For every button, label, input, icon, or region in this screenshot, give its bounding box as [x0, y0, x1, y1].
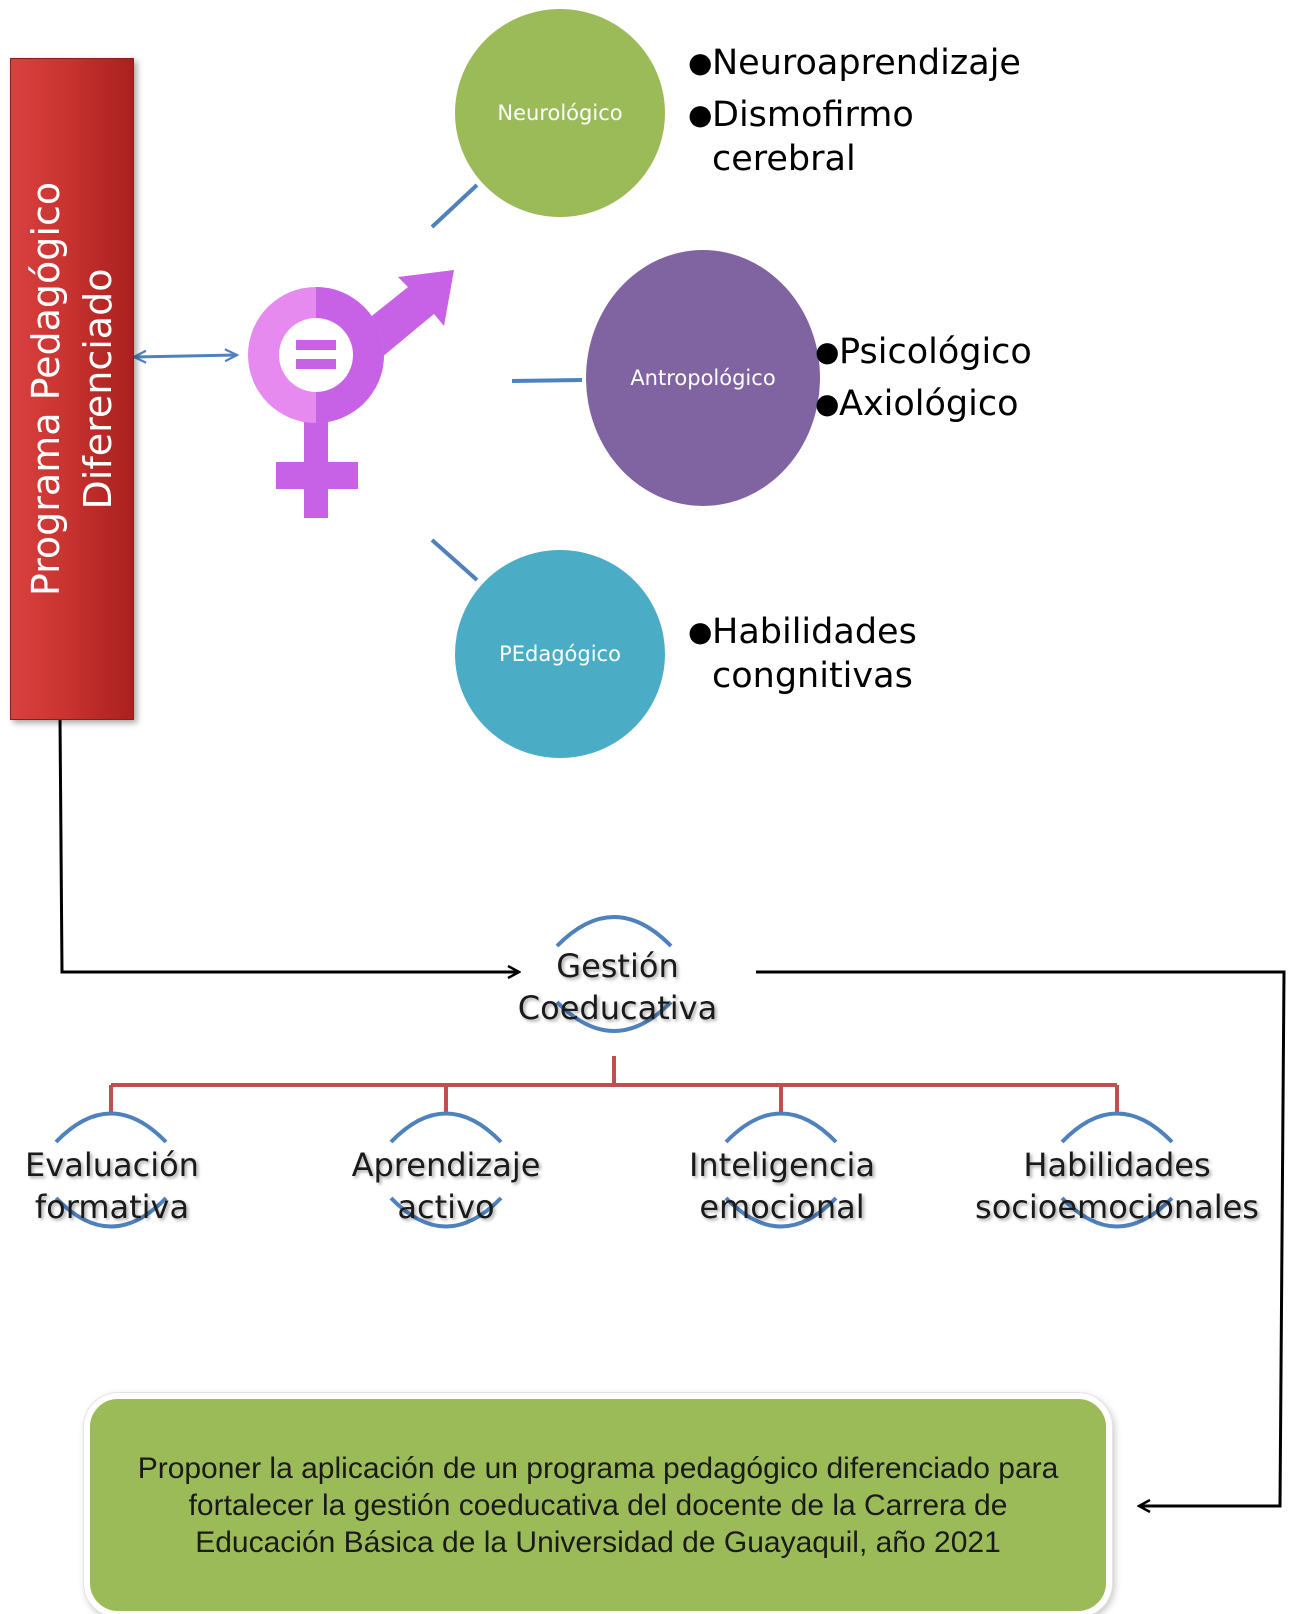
bullet-item: ●Dismofirmo cerebral: [688, 93, 1048, 181]
bullet-dot-icon: ●: [688, 615, 713, 648]
program-box: Programa Pedagógico Diferenciado: [10, 58, 134, 720]
bullet-text: Neuroaprendizaje: [712, 43, 1021, 83]
node-gestion-coeducativa: Gestión Coeducativa: [500, 945, 735, 1029]
bullet-dot-icon: ●: [688, 98, 713, 131]
node-line: Coeducativa: [517, 989, 718, 1027]
arc-habilidades: [1060, 1111, 1174, 1229]
bullets-antropologico: ●Psicológico ●Axiológico: [815, 330, 1075, 426]
bullet-text: Axiológico: [839, 384, 1019, 424]
bullet-item: ●Habilidades congnitivas: [688, 610, 988, 698]
double-arrow: [131, 348, 240, 364]
gender-equality-icon: [248, 270, 454, 518]
node-line: activo: [397, 1188, 495, 1226]
node-line: Habilidades: [1023, 1146, 1211, 1184]
bullets-pedagogico: ●Habilidades congnitivas: [688, 610, 988, 698]
circle-neurologico: Neurológico: [455, 9, 665, 217]
connector-pedagogico: [430, 538, 479, 582]
bullet-item: ●Neuroaprendizaje: [688, 41, 1048, 85]
bullet-dot-icon: ●: [688, 46, 713, 79]
node-line: Aprendizaje: [351, 1146, 541, 1184]
connector-antropologico: [511, 378, 583, 383]
node-line: Gestión: [556, 947, 679, 985]
bullet-text: Psicológico: [839, 332, 1032, 372]
goal-text: Proponer la aplicación de un programa pe…: [137, 1451, 1059, 1559]
arc-brackets: [54, 915, 1174, 1229]
arc-aprendizaje: [389, 1111, 503, 1229]
circle-antropologico-label: Antropológico: [630, 366, 776, 390]
node-line: socioemocionales: [975, 1188, 1259, 1226]
bullet-item: ●Axiológico: [815, 382, 1075, 426]
bullet-dot-icon: ●: [815, 335, 840, 368]
bullet-dot-icon: ●: [815, 387, 840, 420]
node-line: Evaluación: [25, 1146, 199, 1184]
bullet-item: ●Psicológico: [815, 330, 1075, 374]
arc-evaluacion: [54, 1111, 168, 1229]
node-line: Inteligencia: [688, 1146, 876, 1184]
program-title: Programa Pedagógico Diferenciado: [20, 69, 124, 709]
goal-box: Proponer la aplicación de un programa pe…: [84, 1393, 1112, 1614]
bullet-text: Habilidades congnitivas: [712, 612, 917, 696]
arrow-to-goal: [756, 970, 1286, 1506]
node-line: formativa: [34, 1188, 190, 1226]
circle-antropologico: Antropológico: [586, 250, 820, 506]
bullets-neurologico: ●Neuroaprendizaje ●Dismofirmo cerebral: [688, 41, 1048, 181]
arrow-to-gestion: [58, 717, 518, 972]
program-title-line2: Diferenciado: [76, 268, 120, 510]
tree-lines: [109, 1056, 1119, 1115]
node-line: emocional: [699, 1188, 865, 1226]
circle-neurologico-label: Neurológico: [497, 101, 623, 125]
node-evaluacion-formativa: Evaluación formativa: [12, 1144, 212, 1228]
node-aprendizaje-activo: Aprendizaje activo: [336, 1144, 556, 1228]
program-title-line1: Programa Pedagógico: [24, 181, 68, 597]
circle-pedagogico-label: PEdagógico: [499, 642, 621, 666]
connector-neurologico: [430, 183, 479, 229]
node-habilidades-socioemocionales: Habilidades socioemocionales: [972, 1144, 1262, 1228]
arc-gestion: [555, 915, 673, 1033]
bullet-text: Dismofirmo cerebral: [712, 95, 914, 179]
node-inteligencia-emocional: Inteligencia emocional: [672, 1144, 892, 1228]
circle-pedagogico: PEdagógico: [455, 550, 665, 758]
arc-inteligencia: [724, 1111, 838, 1229]
